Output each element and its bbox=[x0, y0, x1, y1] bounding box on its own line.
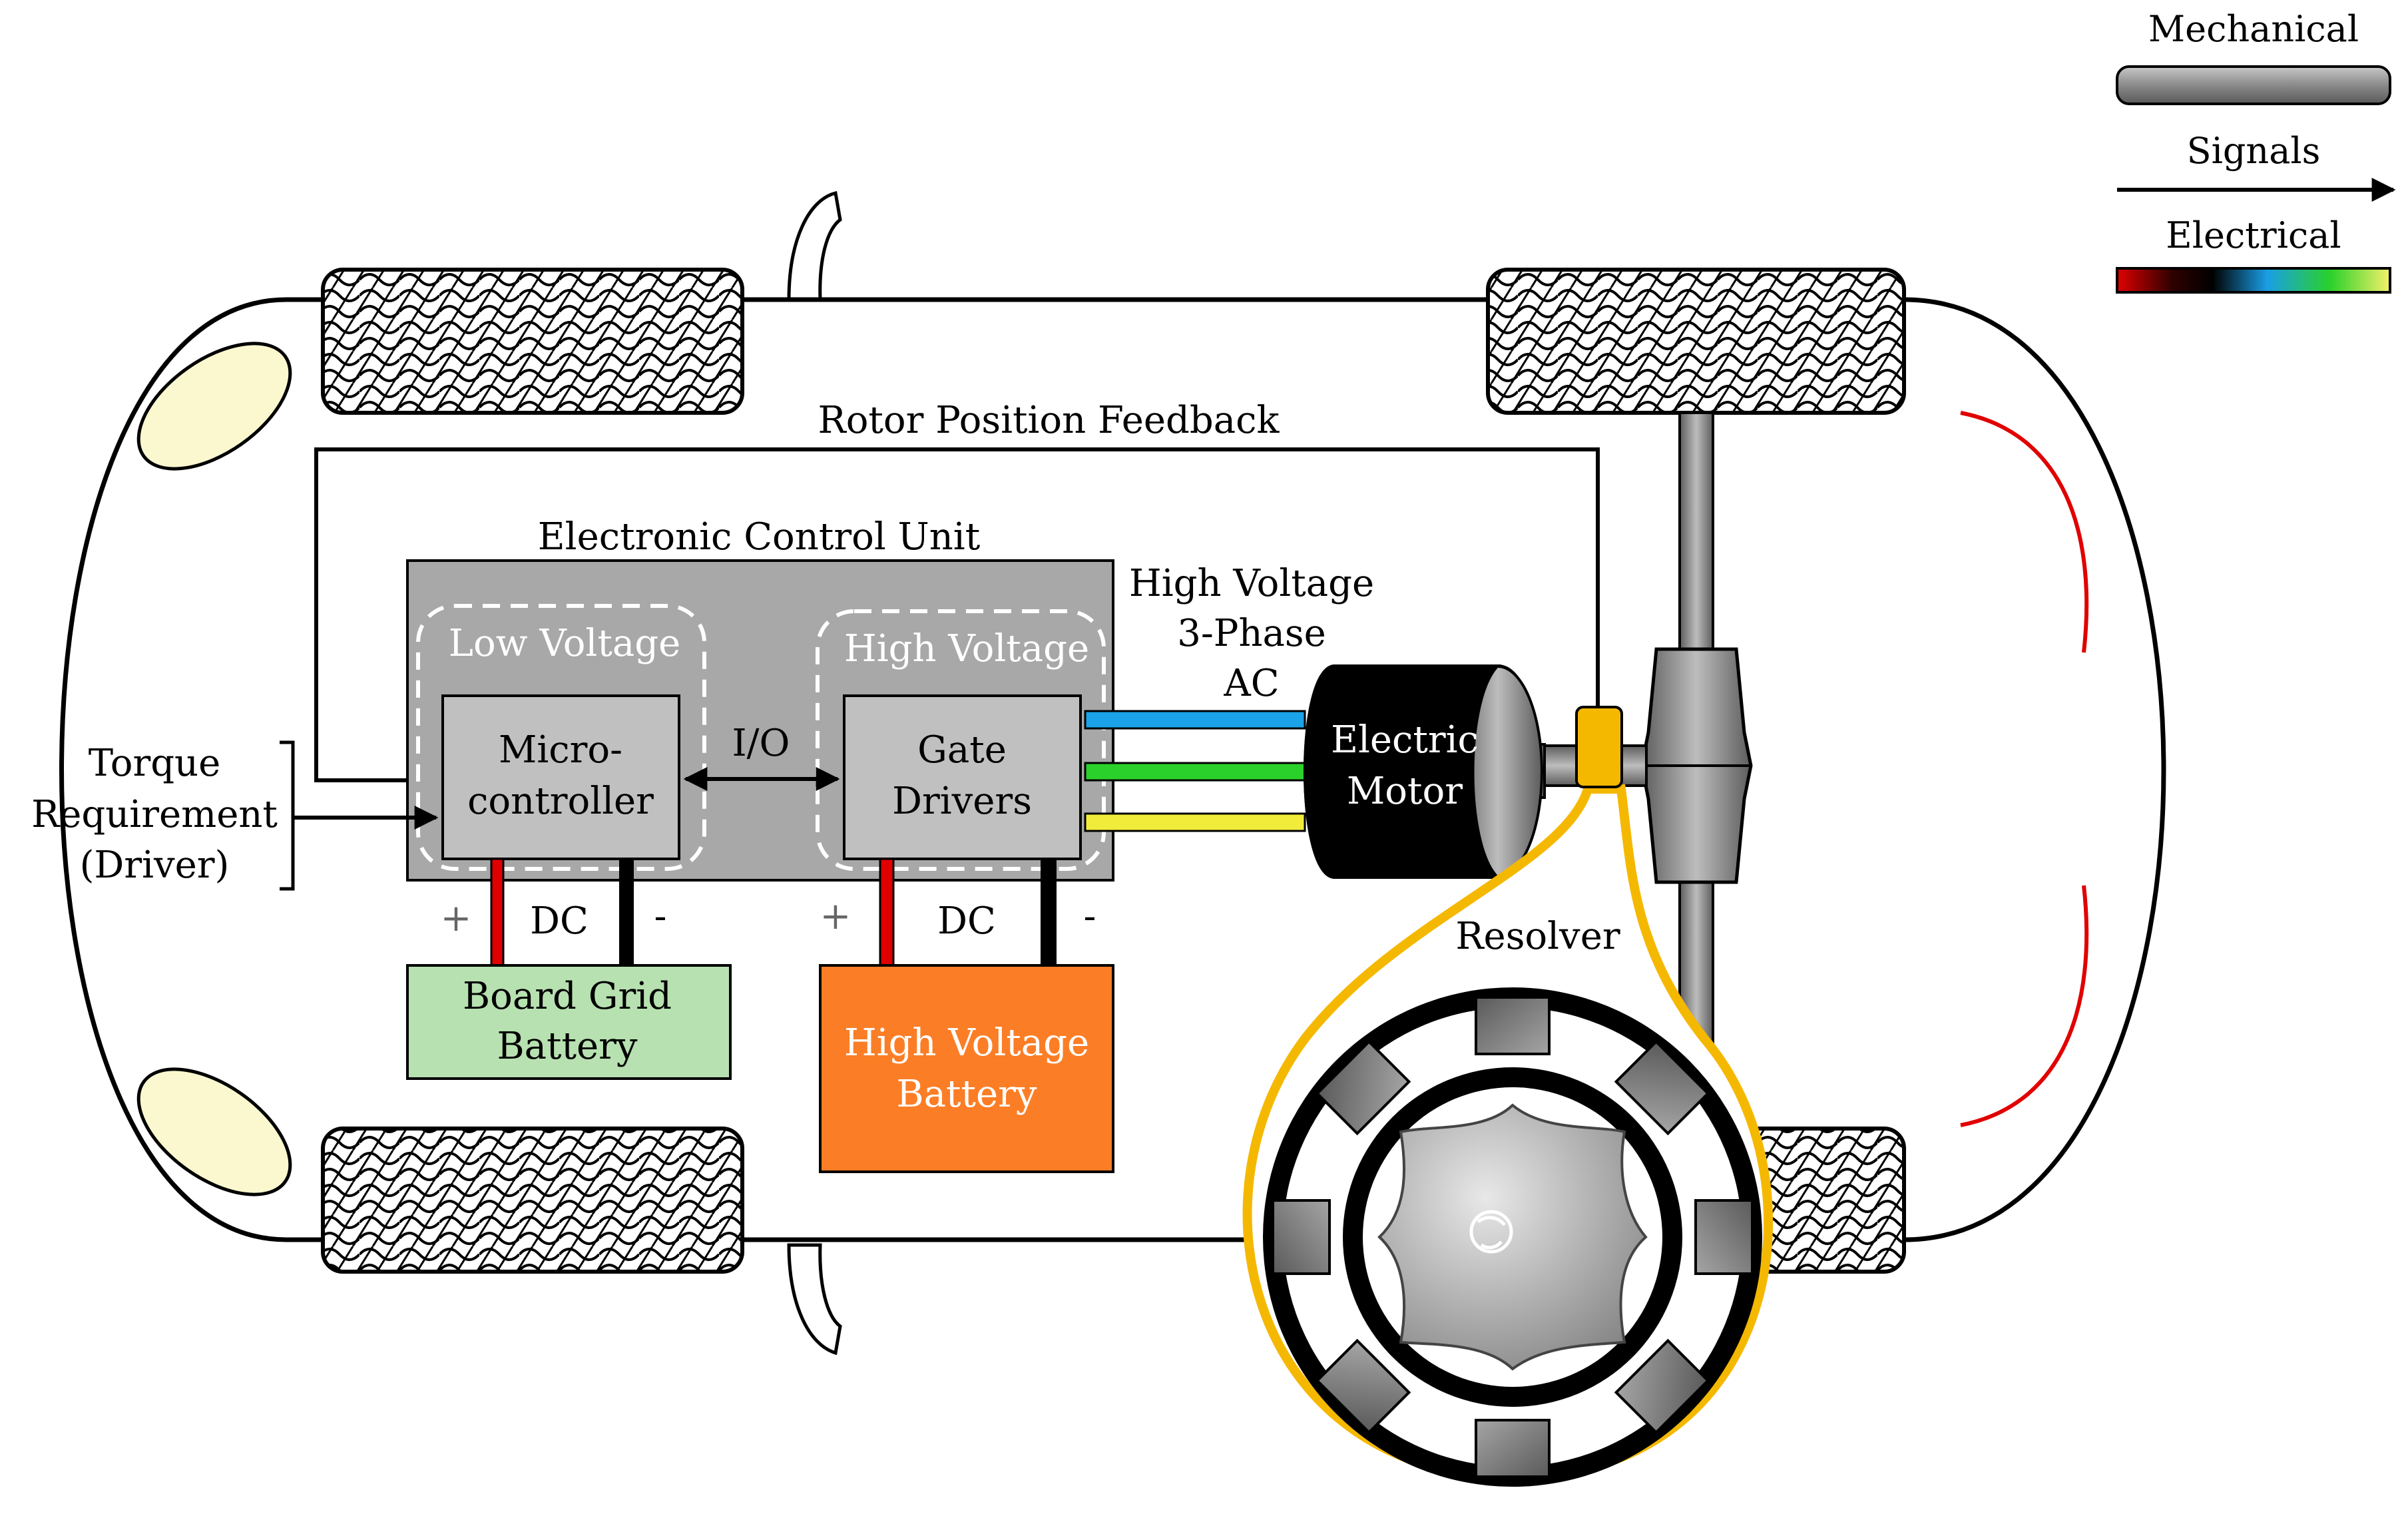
board-dc-label: DC bbox=[530, 899, 589, 943]
hv-battery-label-2: Battery bbox=[896, 1073, 1037, 1116]
wheel-front-top bbox=[321, 268, 744, 415]
mirror-bottom bbox=[787, 1243, 842, 1356]
io-label: I/O bbox=[732, 722, 790, 765]
board-minus-label: - bbox=[654, 895, 667, 938]
microcontroller-label-1: Micro- bbox=[499, 728, 622, 772]
hv-negative-wire bbox=[1041, 859, 1057, 965]
gate-drivers-label-2: Drivers bbox=[892, 780, 1032, 823]
rotor-feedback-label: Rotor Position Feedback bbox=[818, 399, 1280, 442]
three-phase-ac: High Voltage 3-Phase AC bbox=[1084, 562, 1374, 832]
legend-signals-label: Signals bbox=[2187, 130, 2321, 172]
motor-body bbox=[1304, 664, 1501, 879]
low-voltage-zone bbox=[416, 604, 706, 871]
legend-electrical-label: Electrical bbox=[2166, 214, 2341, 256]
wheel-rear-top bbox=[1486, 268, 1906, 415]
motor-label-1: Electric bbox=[1331, 718, 1479, 762]
rear-light-bottom bbox=[1960, 885, 2089, 1127]
wheel-front-bottom bbox=[321, 1127, 744, 1274]
rear-light-top bbox=[1960, 411, 2089, 653]
high-voltage-zone-label: High Voltage bbox=[844, 627, 1089, 670]
hv-plus-label: + bbox=[820, 895, 851, 938]
motor-label-2: Motor bbox=[1347, 770, 1463, 813]
gate-drivers-block bbox=[843, 694, 1082, 860]
high-voltage-battery bbox=[819, 964, 1114, 1173]
hv-dc-label: DC bbox=[937, 899, 996, 943]
board-grid-label-1: Board Grid bbox=[463, 975, 672, 1018]
headlight-bottom bbox=[136, 1067, 292, 1196]
resolver-label: Resolver bbox=[1455, 915, 1620, 958]
hv-ac-label-1: High Voltage bbox=[1129, 562, 1374, 605]
microcontroller-block bbox=[441, 694, 680, 860]
legend-electrical-swatch bbox=[2116, 267, 2391, 294]
mirror-top bbox=[787, 190, 842, 302]
resolver-hub bbox=[1469, 1210, 1513, 1254]
microcontroller-label-2: controller bbox=[467, 780, 654, 823]
legend: Mechanical Signals Electrical bbox=[2116, 8, 2396, 294]
board-plus-label: + bbox=[441, 897, 472, 940]
ecu: Electronic Control Unit Low Voltage High… bbox=[406, 515, 1114, 882]
torque-requirement: Torque Requirement (Driver) bbox=[31, 740, 439, 891]
hv-minus-label: - bbox=[1084, 895, 1096, 938]
torque-label-2: Requirement bbox=[31, 793, 278, 836]
resolver-detail bbox=[1263, 987, 1762, 1487]
torque-label-1: Torque bbox=[89, 742, 221, 785]
resolver-callout: Resolver bbox=[1242, 706, 1774, 1487]
dc-power: + DC - Board Grid Battery + DC - High Vo… bbox=[406, 858, 1114, 1173]
low-voltage-label: Low Voltage bbox=[449, 622, 680, 665]
board-grid-label-2: Battery bbox=[497, 1025, 637, 1068]
legend-mechanical-label: Mechanical bbox=[2148, 8, 2359, 50]
resolver-mount bbox=[1575, 706, 1623, 788]
phase-b-wire bbox=[1084, 762, 1306, 782]
gate-drivers-label-1: Gate bbox=[917, 728, 1007, 772]
board-negative-wire bbox=[619, 859, 634, 965]
legend-mechanical-swatch bbox=[2116, 65, 2391, 105]
resolver-rotor bbox=[1377, 1103, 1648, 1371]
rotor-feedback-signal: Rotor Position Feedback bbox=[314, 399, 1600, 792]
resolver-stator-slots bbox=[1272, 996, 1754, 1478]
board-grid-battery bbox=[406, 964, 732, 1080]
electric-motor: Electric Motor bbox=[1304, 664, 1546, 879]
phase-c-wire bbox=[1084, 812, 1306, 832]
hv-ac-label-3: AC bbox=[1223, 662, 1279, 705]
board-positive-wire bbox=[490, 858, 505, 967]
high-voltage-zone bbox=[816, 609, 1106, 871]
hv-positive-wire bbox=[879, 858, 895, 967]
hv-battery-label-1: High Voltage bbox=[844, 1021, 1089, 1065]
torque-label-3: (Driver) bbox=[80, 844, 230, 887]
ecu-title: Electronic Control Unit bbox=[538, 515, 981, 559]
phase-a-wire bbox=[1084, 710, 1306, 730]
hv-ac-label-2: 3-Phase bbox=[1177, 612, 1326, 655]
feedback-arrow bbox=[314, 447, 1600, 792]
headlight-top bbox=[136, 342, 292, 471]
